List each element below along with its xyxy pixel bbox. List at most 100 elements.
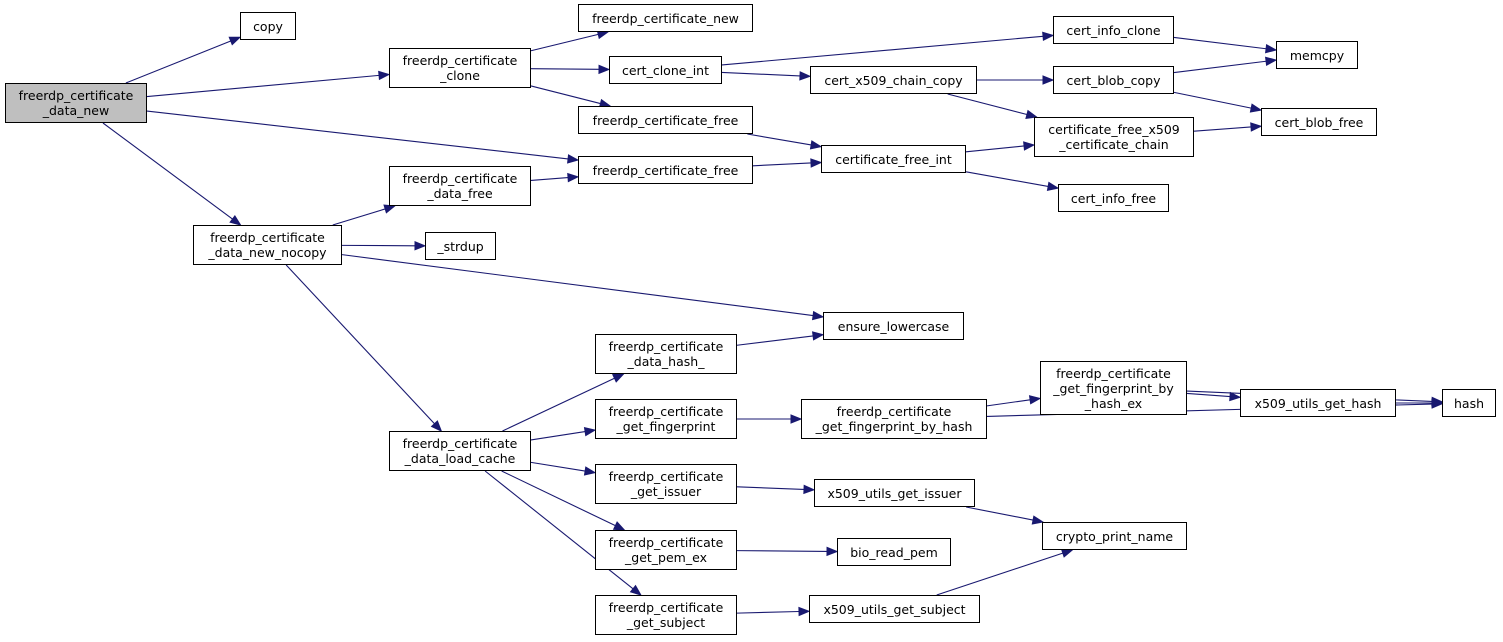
node-cert-info-clone[interactable]: cert_info_clone: [1053, 16, 1174, 44]
edge-cert_blob_copy-to-cert_blob_free: [1173, 91, 1252, 109]
edge-get_subject-to-x509_get_subject: [736, 610, 800, 614]
node-crypto-print-name[interactable]: crypto_print_name: [1042, 522, 1187, 550]
edge-load_cache-to-data_hash: [502, 377, 615, 432]
node-freerdp-certificate-clone[interactable]: freerdp_certificate _clone: [389, 48, 531, 88]
node-freerdp-certificate-data-new[interactable]: freerdp_certificate _data_new: [5, 83, 147, 123]
node-memcpy[interactable]: memcpy: [1276, 41, 1358, 69]
node-cert-blob-copy[interactable]: cert_blob_copy: [1053, 66, 1174, 94]
edge-cert_free_b-to-certificate_free_int: [752, 162, 812, 167]
arrowhead-x509_get_hash-to-hash: [1431, 398, 1444, 408]
node-ensure-lowercase[interactable]: ensure_lowercase: [823, 312, 964, 340]
arrowhead-cert_free_x509_chain-to-cert_blob_free: [1250, 122, 1263, 132]
edge-get_pem_ex-to-bio_read_pem: [736, 550, 828, 552]
edge-load_cache-to-get_pem_ex: [501, 470, 616, 527]
node-freerdp-certificate-get-fingerprint[interactable]: freerdp_certificate _get_fingerprint: [595, 399, 737, 439]
node-cert-clone-int[interactable]: cert_clone_int: [609, 56, 722, 84]
edge-cert_info_clone-to-memcpy: [1173, 36, 1267, 50]
node-cert-x509-chain-copy[interactable]: cert_x509_chain_copy: [810, 66, 977, 94]
arrowhead-cert_info_clone-to-memcpy: [1265, 43, 1278, 54]
edge-certificate_free_int-to-cert_free_x509_chain: [965, 145, 1025, 153]
edge-cert_clone-to-cert_new: [530, 33, 599, 52]
arrowhead-cert_clone-to-cert_clone_int: [598, 64, 611, 75]
edge-root-to-new_nocopy: [102, 122, 233, 220]
edge-x509_chain_copy-to-cert_free_x509_chain: [947, 93, 1028, 116]
arrowhead-certificate_free_int-to-cert_info_free: [1046, 181, 1060, 191]
arrowhead-new_nocopy-to-load_cache: [430, 420, 443, 432]
edge-data_hash-to-ensure_lowercase: [736, 335, 814, 346]
arrowhead-get_pem_ex-to-bio_read_pem: [826, 546, 839, 557]
node-strdup[interactable]: _strdup: [425, 232, 496, 260]
arrowhead-x509_get_issuer-to-crypto_print_name: [1031, 515, 1045, 525]
arrowhead-x509_chain_copy-to-cert_blob_copy: [1042, 75, 1055, 85]
edge-cert_clone-to-cert_clone_int: [530, 68, 600, 70]
arrowhead-certificate_free_int-to-cert_free_x509_chain: [1023, 141, 1036, 151]
arrowhead-get_issuer-to-x509_get_issuer: [803, 484, 816, 495]
node-freerdp-certificate-data-hash[interactable]: freerdp_certificate _data_hash_: [595, 334, 737, 374]
arrowhead-x509_chain_copy-to-cert_free_x509_chain: [1025, 109, 1038, 119]
node-copy[interactable]: copy: [240, 12, 296, 40]
arrowhead-data_hash-to-ensure_lowercase: [811, 331, 825, 341]
edge-new_nocopy-to-ensure_lowercase: [341, 254, 814, 317]
edge-cert_clone-to-cert_free_a: [530, 85, 601, 105]
node-freerdp-certificate-get-fingerprint-by-hash-ex[interactable]: freerdp_certificate _get_fingerprint_by …: [1040, 361, 1187, 415]
edge-cert_clone_int-to-cert_info_clone: [721, 35, 1044, 66]
arrowhead-cert_blob_copy-to-memcpy: [1265, 56, 1278, 67]
arrowhead-root-to-copy: [228, 36, 242, 46]
node-hash[interactable]: hash: [1442, 389, 1496, 417]
node-freerdp-certificate-get-pem-ex[interactable]: freerdp_certificate _get_pem_ex: [595, 530, 737, 570]
edge-new_nocopy-to-data_free: [332, 208, 386, 226]
edge-root-to-cert_free_b: [146, 110, 569, 160]
arrowhead-new_nocopy-to-strdup: [414, 241, 427, 251]
node-freerdp-certificate-get-issuer[interactable]: freerdp_certificate _get_issuer: [595, 464, 737, 504]
arrowhead-root-to-cert_clone: [378, 70, 391, 81]
arrowhead-cert_free_b-to-certificate_free_int: [810, 158, 823, 168]
node-freerdp-certificate-new[interactable]: freerdp_certificate_new: [578, 4, 753, 32]
node-freerdp-certificate-data-new-nocopy[interactable]: freerdp_certificate _data_new_nocopy: [193, 225, 342, 265]
arrowhead-get_fingerprint-to-fp_by_hash: [790, 414, 803, 424]
node-x509-utils-get-hash[interactable]: x509_utils_get_hash: [1240, 389, 1396, 417]
edge-certificate_free_int-to-cert_info_free: [965, 171, 1049, 187]
node-freerdp-certificate-free-2[interactable]: freerdp_certificate_free: [578, 156, 753, 184]
arrowhead-new_nocopy-to-data_free: [383, 204, 397, 214]
node-x509-utils-get-issuer[interactable]: x509_utils_get_issuer: [814, 479, 975, 507]
edge-root-to-cert_clone: [146, 74, 380, 98]
node-x509-utils-get-subject[interactable]: x509_utils_get_subject: [809, 595, 980, 623]
node-certificate-free-int[interactable]: certificate_free_int: [821, 145, 966, 173]
node-certificate-free-x509-certificate-chain[interactable]: certificate_free_x509 _certificate_chain: [1034, 117, 1194, 157]
arrowhead-load_cache-to-get_pem_ex: [612, 521, 626, 531]
edge-cert_free_x509_chain-to-cert_blob_free: [1193, 126, 1252, 132]
arrowhead-load_cache-to-get_issuer: [583, 466, 597, 476]
arrowhead-load_cache-to-get_fingerprint: [583, 426, 597, 437]
edge-x509_get_subject-to-crypto_print_name: [936, 552, 1063, 596]
arrowhead-fp_by_hash_ex-to-x509_get_hash: [1229, 391, 1242, 402]
arrowhead-x509_get_subject-to-crypto_print_name: [1060, 548, 1074, 558]
node-cert-blob-free[interactable]: cert_blob_free: [1261, 108, 1377, 136]
edge-load_cache-to-get_issuer: [530, 461, 586, 472]
edge-data_free-to-cert_free_b: [530, 177, 569, 182]
edge-cert_blob_copy-to-memcpy: [1173, 60, 1267, 74]
arrowhead-data_free-to-cert_free_b: [567, 172, 580, 183]
node-freerdp-certificate-free-1[interactable]: freerdp_certificate_free: [578, 106, 753, 134]
node-bio-read-pem[interactable]: bio_read_pem: [837, 538, 951, 566]
arrowhead-load_cache-to-get_subject: [629, 584, 642, 596]
node-cert-info-free[interactable]: cert_info_free: [1058, 184, 1169, 212]
arrowhead-new_nocopy-to-ensure_lowercase: [811, 310, 825, 321]
node-freerdp-certificate-data-free[interactable]: freerdp_certificate _data_free: [389, 166, 531, 206]
edge-cert_free_a-to-certificate_free_int: [747, 133, 812, 146]
node-freerdp-certificate-get-fingerprint-by-hash[interactable]: freerdp_certificate _get_fingerprint_by_…: [801, 399, 987, 439]
arrowhead-cert_clone_int-to-x509_chain_copy: [799, 71, 812, 81]
node-freerdp-certificate-get-subject[interactable]: freerdp_certificate _get_subject: [595, 595, 737, 635]
arrowhead-load_cache-to-data_hash: [612, 373, 625, 383]
arrowhead-cert_free_a-to-certificate_free_int: [809, 140, 823, 150]
edge-root-to-copy: [125, 40, 231, 84]
arrowhead-cert_clone_int-to-cert_info_clone: [1042, 31, 1055, 42]
node-freerdp-certificate-data-load-cache[interactable]: freerdp_certificate _data_load_cache: [389, 431, 531, 471]
arrowhead-get_subject-to-x509_get_subject: [798, 606, 811, 617]
edge-fp_by_hash_ex-to-x509_get_hash: [1186, 392, 1231, 398]
edge-fp_by_hash-to-fp_by_hash_ex: [986, 399, 1031, 407]
arrowhead-root-to-cert_free_b: [567, 154, 580, 164]
arrowhead-root-to-new_nocopy: [229, 214, 242, 226]
edge-new_nocopy-to-load_cache: [285, 264, 435, 425]
